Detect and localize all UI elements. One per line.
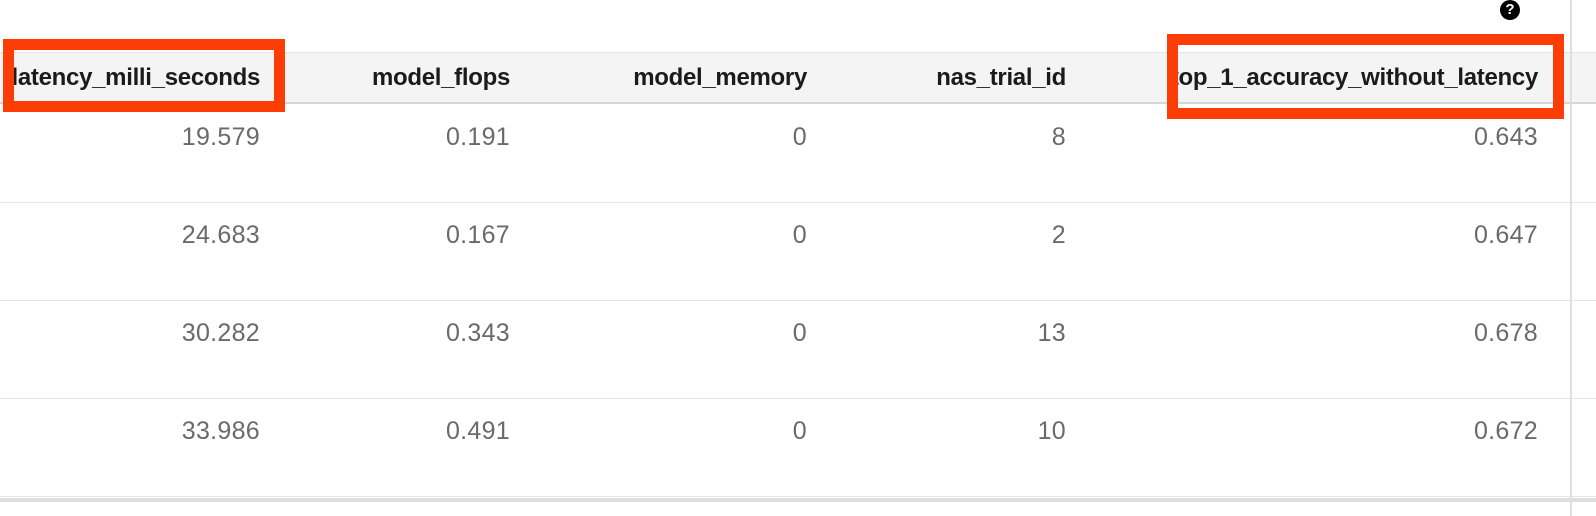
table-cell-model_memory: 0 [792,417,807,445]
column-header-latency_milli_seconds[interactable]: latency_milli_seconds [11,63,261,91]
table-cell-latency_milli_seconds: 19.579 [181,123,260,151]
column-divider-line [1570,0,1572,516]
table-cell-nas_trial_id: 13 [1037,319,1066,347]
column-header-top_1_accuracy_without_latency[interactable]: top_1_accuracy_without_latency [1170,63,1538,91]
table-cell-model_flops: 0.343 [445,319,510,347]
table-cell-top_1_accuracy_without_latency: 0.672 [1473,417,1538,445]
column-header-nas_trial_id[interactable]: nas_trial_id [936,63,1066,91]
table-cell-top_1_accuracy_without_latency: 0.643 [1473,123,1538,151]
table-cell-model_flops: 0.191 [445,123,510,151]
table-cell-model_memory: 0 [792,319,807,347]
table-cell-latency_milli_seconds: 30.282 [181,319,260,347]
table-row[interactable]: 24.683 0.167 0 2 0.647 [0,203,1596,301]
table-cell-model_memory: 0 [792,123,807,151]
help-icon[interactable]: ? [1500,0,1520,20]
table-row[interactable]: 33.986 0.491 0 10 0.672 [0,399,1596,497]
table-cell-top_1_accuracy_without_latency: 0.678 [1473,319,1538,347]
table-cell-nas_trial_id: 10 [1037,417,1066,445]
table-bottom-edge [0,498,1596,502]
table-row[interactable]: 19.579 0.191 0 8 0.643 [0,105,1596,203]
column-header-model_memory[interactable]: model_memory [633,63,807,91]
table-cell-model_flops: 0.167 [445,221,510,249]
table-cell-model_memory: 0 [792,221,807,249]
table-cell-latency_milli_seconds: 24.683 [181,221,260,249]
table-cell-nas_trial_id: 2 [1051,221,1066,249]
table-cell-top_1_accuracy_without_latency: 0.647 [1473,221,1538,249]
table-row[interactable]: 30.282 0.343 0 13 0.678 [0,301,1596,399]
table-cell-model_flops: 0.491 [445,417,510,445]
table-cell-latency_milli_seconds: 33.986 [181,417,260,445]
table-cell-nas_trial_id: 8 [1051,123,1066,151]
table-header-row: latency_milli_seconds model_flops model_me… [0,52,1596,104]
table-body: 19.579 0.191 0 8 0.643 24.683 0.167 0 2 0.647 30.2… [0,105,1596,497]
column-header-model_flops[interactable]: model_flops [371,63,510,91]
